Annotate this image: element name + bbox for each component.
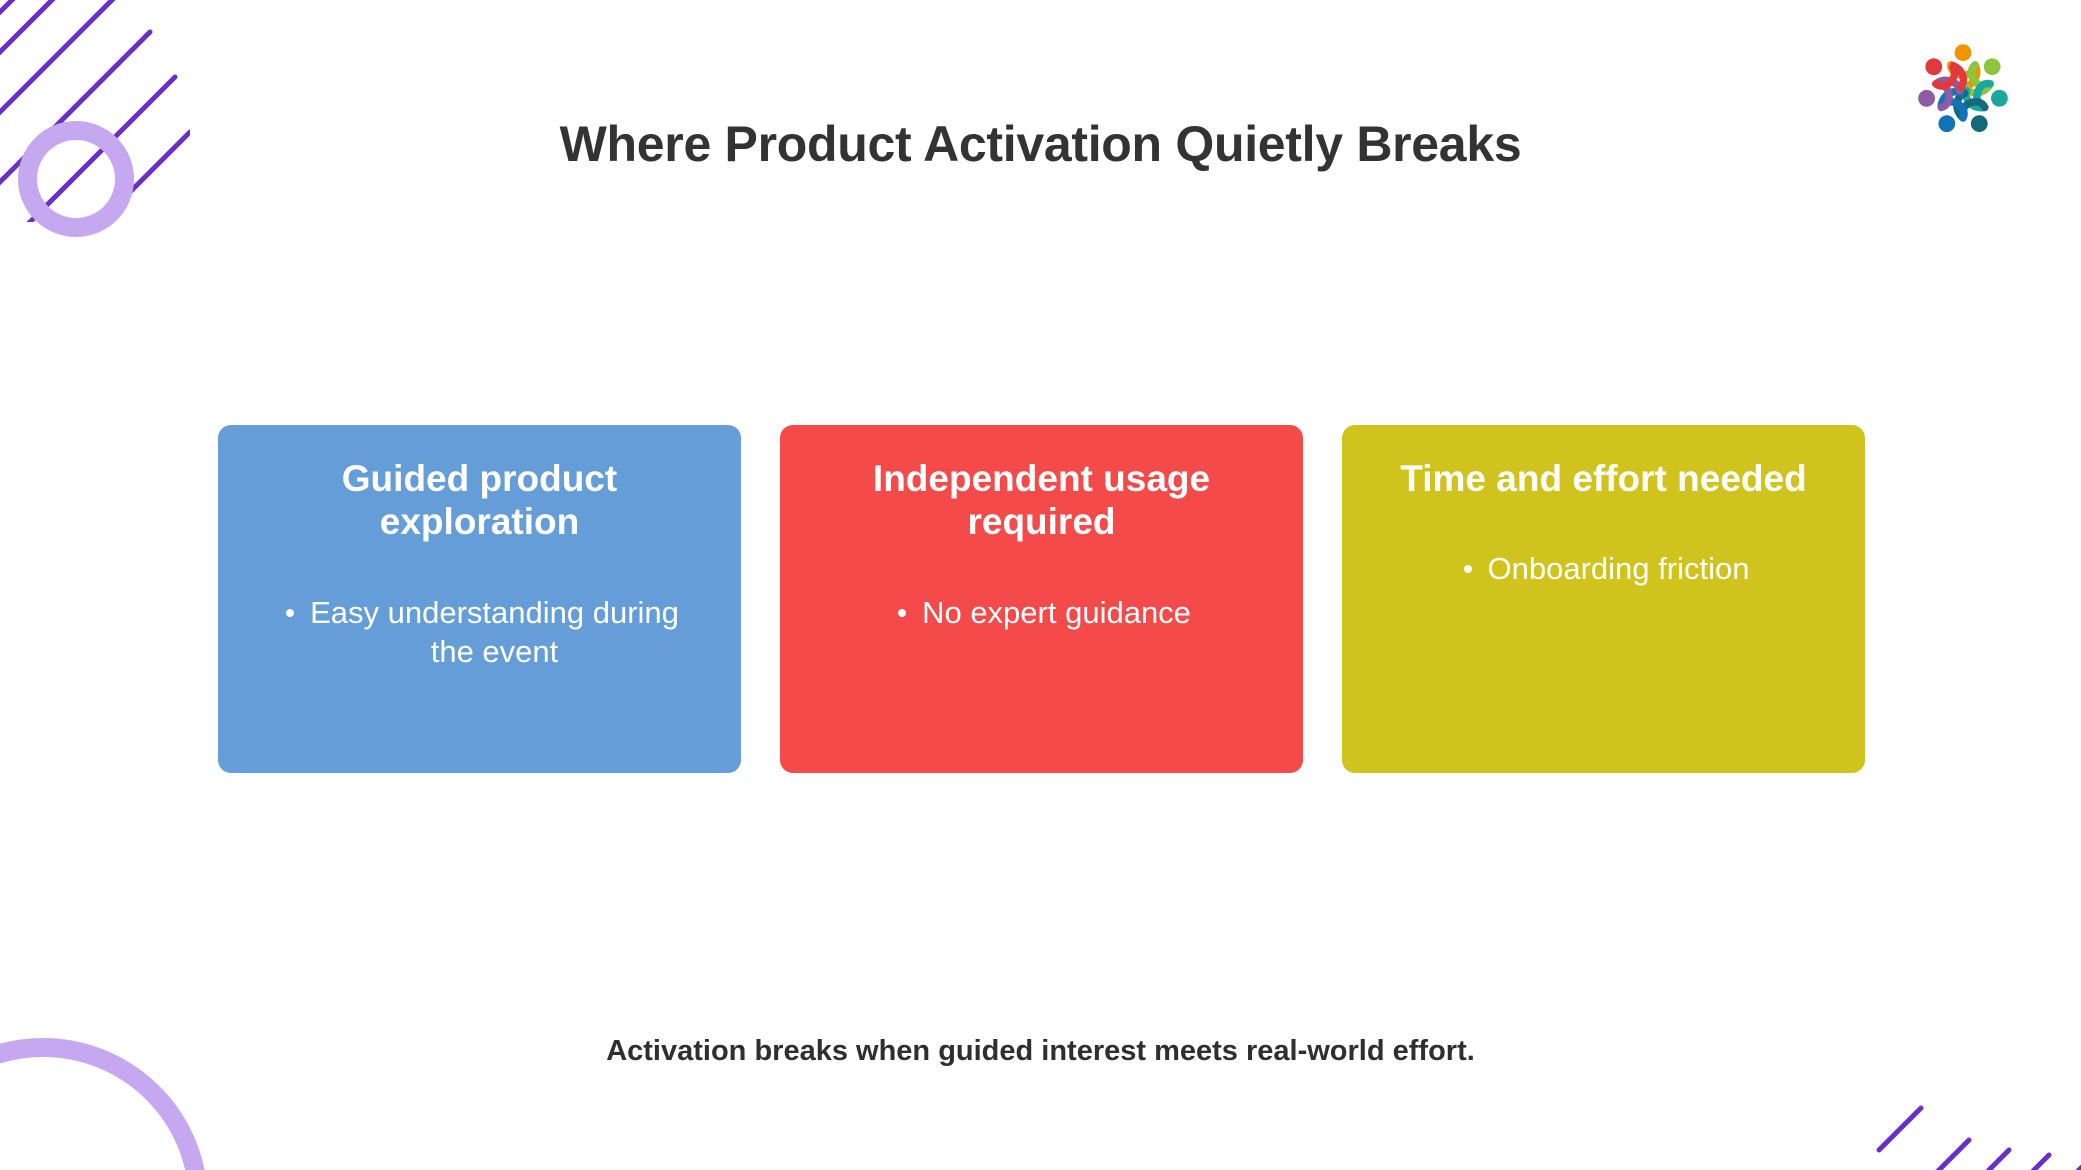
- list-item-label: Onboarding friction: [1487, 551, 1750, 587]
- card-bullet-list: No expert guidance: [892, 593, 1191, 633]
- card-guided-product-exploration: Guided product exploration Easy understa…: [218, 425, 741, 773]
- card-title: Time and effort needed: [1400, 458, 1807, 499]
- card-bullet-list: Easy understanding during the event: [280, 593, 680, 672]
- cards-row: Guided product exploration Easy understa…: [218, 425, 1865, 773]
- footer-note: Activation breaks when guided interest m…: [606, 1035, 1475, 1067]
- list-item-label: No expert guidance: [922, 594, 1191, 630]
- card-title: Independent usage required: [872, 458, 1211, 543]
- card-time-and-effort-needed: Time and effort needed Onboarding fricti…: [1342, 425, 1865, 773]
- card-independent-usage-required: Independent usage required No expert gui…: [780, 425, 1303, 773]
- list-item-label: Easy understanding during the event: [310, 594, 679, 670]
- list-item: Easy understanding during the event: [280, 593, 680, 672]
- team-circle-logo: [1918, 44, 2008, 133]
- diagonal-stripes-decoration-top-left: [0, 0, 190, 222]
- page-title: Where Product Activation Quietly Breaks: [559, 115, 1522, 172]
- card-bullet-list: Onboarding friction: [1458, 549, 1750, 589]
- card-title: Guided product exploration: [341, 458, 618, 543]
- logo-person-red: [1925, 58, 1967, 92]
- bullet-dot-icon: [285, 608, 294, 617]
- bullet-dot-icon: [1463, 565, 1472, 574]
- diagonal-stripes-decoration-bottom-right: [1876, 1105, 2081, 1170]
- list-item: No expert guidance: [892, 593, 1191, 633]
- bullet-dot-icon: [898, 608, 907, 617]
- list-item: Onboarding friction: [1458, 549, 1750, 589]
